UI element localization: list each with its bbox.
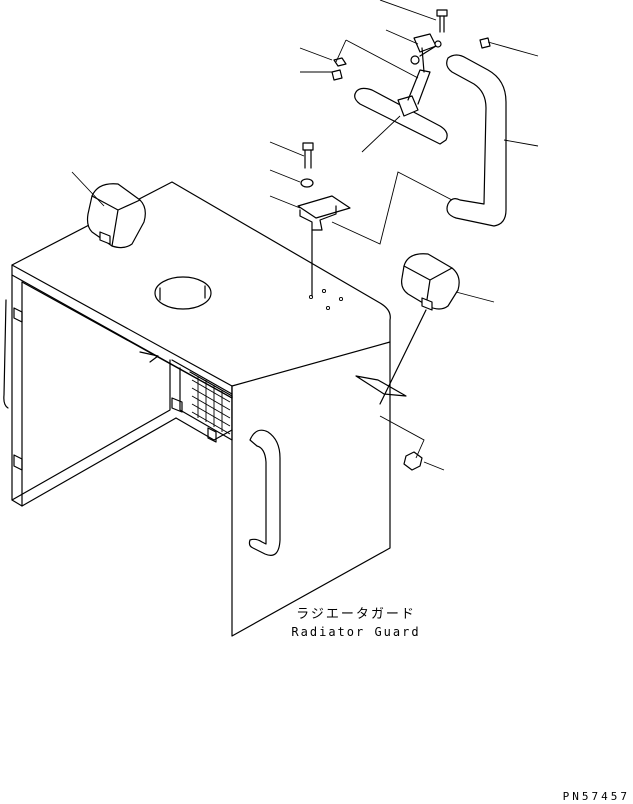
work-lamp-left bbox=[86, 183, 146, 249]
mounting-bracket bbox=[297, 195, 351, 297]
top-hole bbox=[154, 276, 212, 310]
grab-handle bbox=[446, 54, 507, 227]
work-lamp-right bbox=[379, 253, 460, 405]
side-handle bbox=[248, 429, 281, 556]
drawing-number: PN57457 bbox=[563, 790, 630, 803]
hardware-bolt-middle bbox=[300, 142, 314, 188]
leader-lines bbox=[71, 0, 539, 471]
hardware-bolt-top bbox=[436, 9, 448, 33]
radiator-guard bbox=[3, 181, 407, 637]
mirror-assembly bbox=[354, 33, 448, 145]
caption-japanese: ラジエータガード bbox=[296, 607, 416, 622]
radiator-core bbox=[171, 367, 233, 443]
hardware-nut-bottom bbox=[403, 451, 423, 471]
caption-english: Radiator Guard bbox=[291, 625, 420, 639]
